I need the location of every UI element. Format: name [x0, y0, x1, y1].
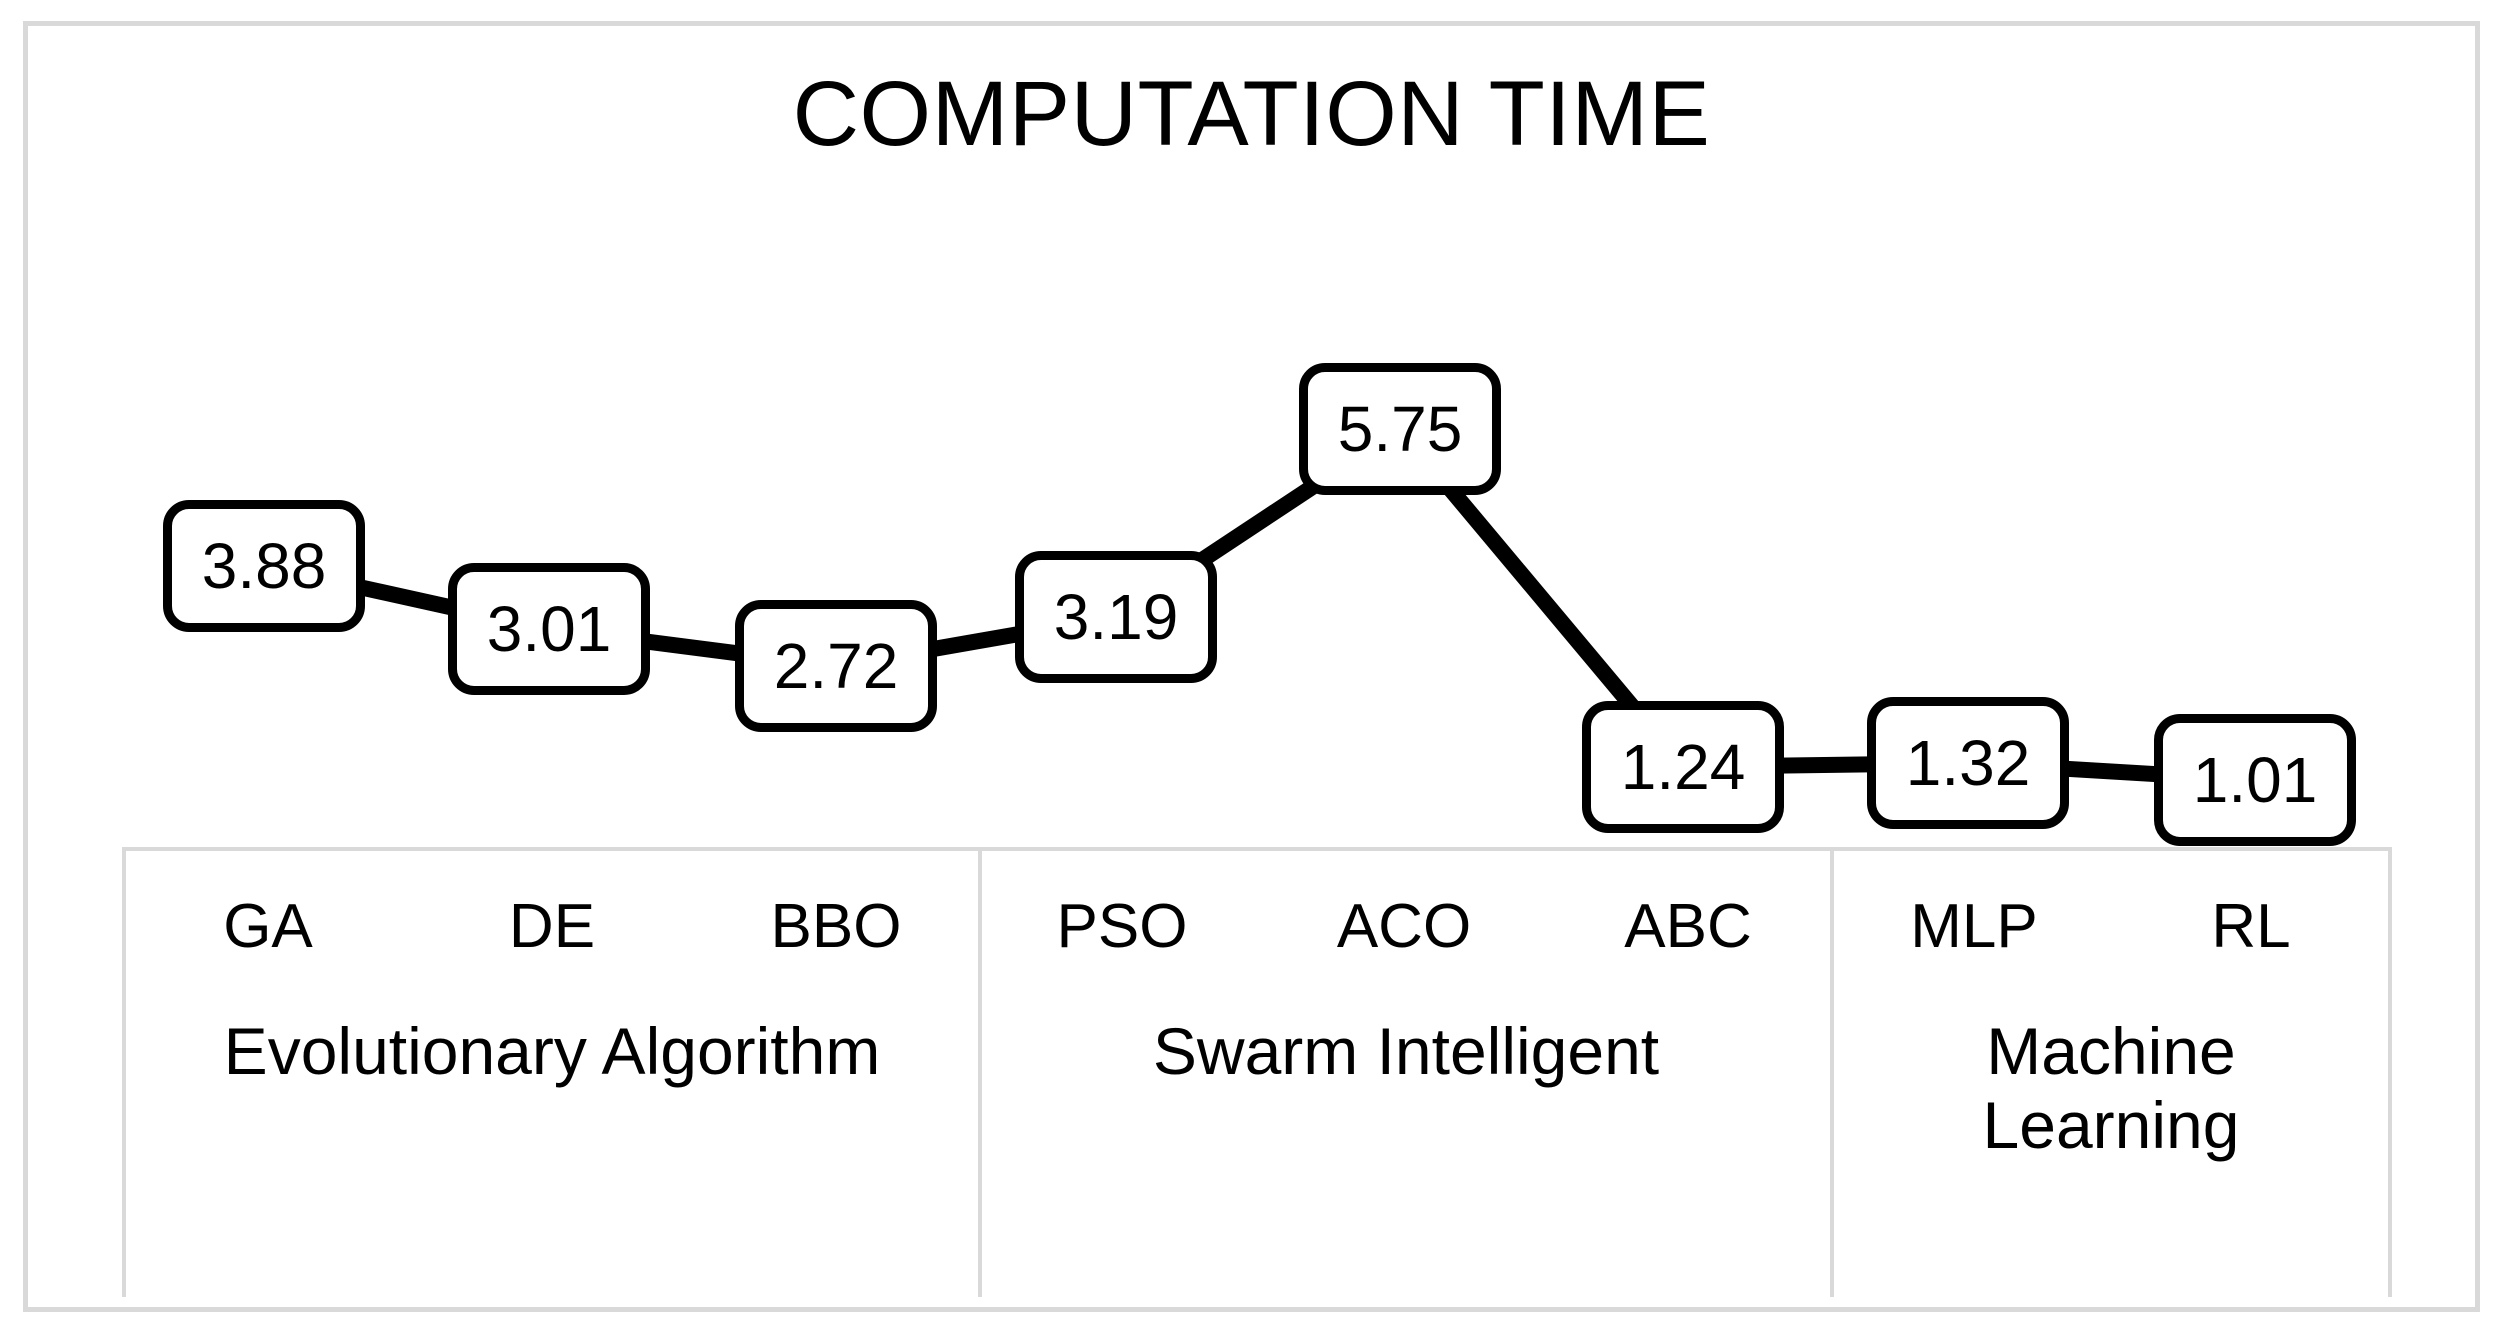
category-label-bbo: BBO [770, 891, 902, 961]
category-label-row: GA DE BBO PSO ACO ABC MLP RL [126, 851, 2388, 1001]
category-axis-table: GA DE BBO PSO ACO ABC MLP RL Evolutionar… [122, 847, 2392, 1297]
data-label-ga: 3.88 [163, 500, 365, 632]
data-label-aco: 5.75 [1299, 363, 1501, 495]
chart-frame: COMPUTATION TIME 3.88 3.01 2.72 3.19 5.7… [23, 21, 2480, 1312]
group-label-row: Evolutionary Algorithm Swarm Intelligent… [126, 1001, 2388, 1297]
data-label-de: 3.01 [448, 563, 650, 695]
data-label-mlp: 1.32 [1867, 697, 2069, 829]
category-label-pso: PSO [978, 851, 1262, 1001]
category-label-rl: RL [2211, 891, 2291, 961]
category-label-aco: ACO [1336, 891, 1472, 961]
data-label-pso: 3.19 [1015, 551, 1217, 683]
group-label-evolutionary-algorithm: Evolutionary Algorithm [223, 1014, 881, 1088]
chart-title: COMPUTATION TIME [792, 63, 1711, 165]
group-label-swarm-intelligent: Swarm Intelligent [978, 1001, 1830, 1297]
category-label-de: DE [508, 891, 596, 961]
group-label-machine-learning: Machine Learning [1830, 1001, 2388, 1297]
data-label-rl: 1.01 [2154, 714, 2356, 846]
data-label-bbo: 2.72 [735, 600, 937, 732]
category-label-ga: GA [223, 891, 313, 961]
category-label-abc: ABC [1624, 891, 1752, 961]
category-label-mlp: MLP [1830, 851, 2114, 1001]
data-label-abc: 1.24 [1582, 701, 1784, 833]
